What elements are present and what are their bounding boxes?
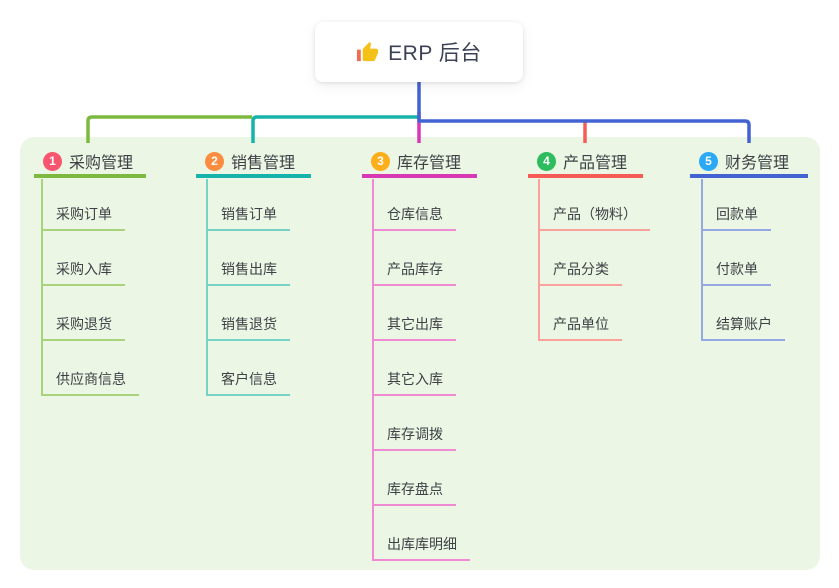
child-node-label: 客户信息 [221, 371, 277, 387]
child-node-label: 产品单位 [553, 316, 609, 332]
branch-child-connector [701, 179, 703, 341]
child-node-label: 采购入库 [56, 261, 112, 277]
branch-number-badge: 3 [371, 151, 390, 171]
child-node-label: 库存调拨 [387, 426, 443, 442]
branch-child-connector [41, 179, 43, 396]
thumbs-up-icon [356, 41, 379, 64]
child-node[interactable]: 付款单 [701, 262, 771, 286]
child-node-label: 仓库信息 [387, 206, 443, 222]
branch-child-connector [206, 179, 208, 396]
child-node-label: 产品（物料） [553, 206, 637, 222]
child-node[interactable]: 采购退货 [41, 317, 125, 341]
child-node-label: 供应商信息 [56, 371, 126, 387]
branch-child-connector [372, 179, 374, 561]
child-node-label: 其它入库 [387, 371, 443, 387]
branch-number-badge: 5 [699, 151, 718, 171]
child-node[interactable]: 其它入库 [372, 372, 456, 396]
child-node-label: 销售退货 [221, 316, 277, 332]
branch-node-4[interactable]: 4 产品管理 [528, 148, 643, 178]
child-node[interactable]: 销售订单 [206, 207, 290, 231]
child-node[interactable]: 销售退货 [206, 317, 290, 341]
branches-panel [20, 137, 820, 570]
child-node[interactable]: 采购入库 [41, 262, 125, 286]
child-node-label: 销售订单 [221, 206, 277, 222]
child-node[interactable]: 仓库信息 [372, 207, 456, 231]
branch-node-2[interactable]: 2 销售管理 [196, 148, 311, 178]
child-node-label: 回款单 [716, 206, 758, 222]
branch-number-badge: 1 [43, 151, 62, 171]
child-node-label: 采购订单 [56, 206, 112, 222]
branch-number-badge: 2 [205, 151, 224, 171]
branch-label: 采购管理 [69, 155, 134, 172]
child-node[interactable]: 库存盘点 [372, 482, 456, 506]
child-node[interactable]: 销售出库 [206, 262, 290, 286]
child-node[interactable]: 结算账户 [701, 317, 785, 341]
child-node[interactable]: 产品单位 [538, 317, 622, 341]
child-node[interactable]: 客户信息 [206, 372, 290, 396]
child-node[interactable]: 产品库存 [372, 262, 456, 286]
child-node[interactable]: 采购订单 [41, 207, 125, 231]
branch-node-1[interactable]: 1 采购管理 [34, 148, 146, 178]
child-node-label: 付款单 [716, 261, 758, 277]
branch-label: 库存管理 [397, 155, 462, 172]
branch-number-badge: 4 [537, 151, 556, 171]
child-node[interactable]: 产品分类 [538, 262, 622, 286]
child-node-label: 采购退货 [56, 316, 112, 332]
child-node[interactable]: 出库库明细 [372, 537, 470, 561]
branch-label: 财务管理 [725, 155, 790, 172]
child-node[interactable]: 产品（物料） [538, 207, 650, 231]
child-node-label: 库存盘点 [387, 481, 443, 497]
branch-node-3[interactable]: 3 库存管理 [362, 148, 477, 178]
branch-label: 产品管理 [563, 155, 628, 172]
child-node-label: 产品分类 [553, 261, 609, 277]
child-node-label: 产品库存 [387, 261, 443, 277]
root-node-label: ERP 后台 [388, 42, 482, 65]
child-node-label: 结算账户 [716, 316, 772, 332]
branch-label: 销售管理 [231, 155, 296, 172]
child-node-label: 出库库明细 [387, 536, 457, 552]
root-node-erp[interactable]: ERP 后台 [315, 22, 523, 82]
child-node[interactable]: 其它出库 [372, 317, 456, 341]
child-node-label: 其它出库 [387, 316, 443, 332]
child-node[interactable]: 回款单 [701, 207, 771, 231]
child-node[interactable]: 供应商信息 [41, 372, 139, 396]
branch-node-5[interactable]: 5 财务管理 [690, 148, 808, 178]
child-node-label: 销售出库 [221, 261, 277, 277]
branch-child-connector [538, 179, 540, 341]
child-node[interactable]: 库存调拨 [372, 427, 456, 451]
